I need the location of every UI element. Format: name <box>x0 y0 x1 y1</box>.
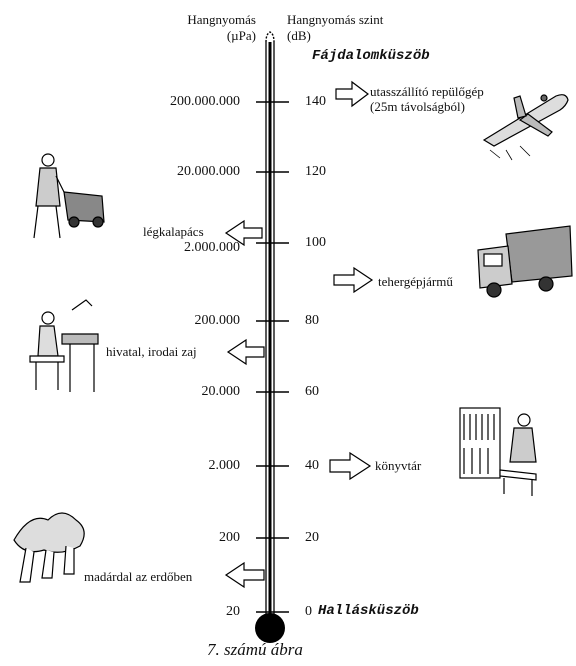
office-worker-illustration <box>29 299 99 392</box>
tree-trunk <box>63 545 75 575</box>
truck-window <box>483 253 503 267</box>
db-tick-label: 20 <box>305 530 319 545</box>
airplane-illustration <box>482 94 569 161</box>
office-chair <box>29 355 65 363</box>
forest-illustration <box>13 512 85 583</box>
hearing-threshold-label: Hallásküszöb <box>318 603 419 619</box>
office-label: hivatal, irodai zaj <box>106 344 197 359</box>
db-tick-label: 0 <box>305 604 312 619</box>
reader-body <box>509 427 537 463</box>
compressor-wheel <box>92 216 104 228</box>
pressure-axis-title: Hangnyomás (µPa) <box>160 12 256 44</box>
pressure-tick-label: 2.000.000 <box>184 240 240 255</box>
truck-cargo <box>505 225 573 283</box>
db-tick-label: 40 <box>305 458 319 473</box>
tree-trunk <box>19 547 35 583</box>
scale-ticks <box>256 101 289 613</box>
level-axis-title-line1: Hangnyomás szint <box>287 12 384 27</box>
truck-illustration <box>477 225 573 298</box>
airplane-arrow <box>335 80 369 108</box>
worker-legs <box>33 205 61 239</box>
level-axis-unit: (dB) <box>287 28 311 43</box>
figure-caption: 7. számú ábra <box>207 640 303 659</box>
pressure-axis-unit: (µPa) <box>226 28 256 43</box>
airplane-wing-upper <box>513 95 527 119</box>
office-lamp <box>71 299 93 311</box>
thermometer <box>255 31 285 643</box>
airplane-label-line1: utasszállító repülőgép <box>370 84 484 99</box>
chair-legs <box>503 478 533 496</box>
airplane-label: utasszállító repülőgép (25m távolságból) <box>370 84 484 114</box>
tree-trunk <box>41 549 55 579</box>
compressor <box>63 191 105 223</box>
truck-wheel <box>538 276 554 292</box>
worker-head <box>41 153 55 167</box>
thermometer-top-cap <box>265 31 275 43</box>
pressure-axis-title-line1: Hangnyomás <box>187 12 256 27</box>
reader-head <box>517 413 531 427</box>
office-worker-body <box>37 325 59 357</box>
truck-cab <box>477 245 513 289</box>
db-tick-label: 120 <box>305 164 326 179</box>
pressure-tick-label: 200 <box>219 530 240 545</box>
library-label: könyvtár <box>375 458 422 473</box>
forest-arrow <box>224 561 265 589</box>
office-arrow <box>226 338 265 366</box>
books <box>463 414 495 440</box>
airplane-cockpit <box>540 94 548 102</box>
db-tick-label: 60 <box>305 384 319 399</box>
pressure-tick-label: 20 <box>226 604 240 619</box>
office-worker-head <box>41 311 55 325</box>
tree-canopy <box>13 512 85 553</box>
thermometer-bulb <box>255 613 285 643</box>
forest-label: madárdal az erdőben <box>84 569 193 584</box>
pressure-tick-label: 20.000.000 <box>177 164 240 179</box>
pressure-tick-label: 200.000.000 <box>170 94 240 109</box>
airplane-lines <box>489 145 531 161</box>
truck-arrow <box>333 266 374 294</box>
db-tick-label: 80 <box>305 313 319 328</box>
compressor-wheel <box>68 216 80 228</box>
library-arrow <box>329 451 372 481</box>
level-axis-title: Hangnyomás szint (dB) <box>287 12 383 44</box>
office-desk <box>61 333 99 345</box>
reader-chair <box>499 469 537 481</box>
jackhammer-label: légkalapács <box>143 224 204 239</box>
pressure-tick-label: 20.000 <box>201 384 241 399</box>
jackhammer-arrow <box>224 219 263 247</box>
office-furniture-legs <box>35 344 95 392</box>
books <box>463 448 489 474</box>
pain-threshold-label: Fájdalomküszöb <box>312 48 430 64</box>
jackhammer-worker-illustration <box>33 153 105 239</box>
airplane-label-line2: (25m távolságból) <box>370 99 465 114</box>
pressure-tick-label: 200.000 <box>194 313 241 328</box>
worker-body <box>35 167 61 207</box>
pressure-tick-label: 2.000 <box>208 458 241 473</box>
arrows <box>224 80 374 589</box>
library-reader-illustration <box>459 407 537 496</box>
db-tick-label: 100 <box>305 235 326 250</box>
truck-wheel <box>486 282 502 298</box>
truck-label: tehergépjármű <box>378 274 453 289</box>
db-tick-label: 140 <box>305 94 326 109</box>
bookshelf <box>459 407 501 479</box>
